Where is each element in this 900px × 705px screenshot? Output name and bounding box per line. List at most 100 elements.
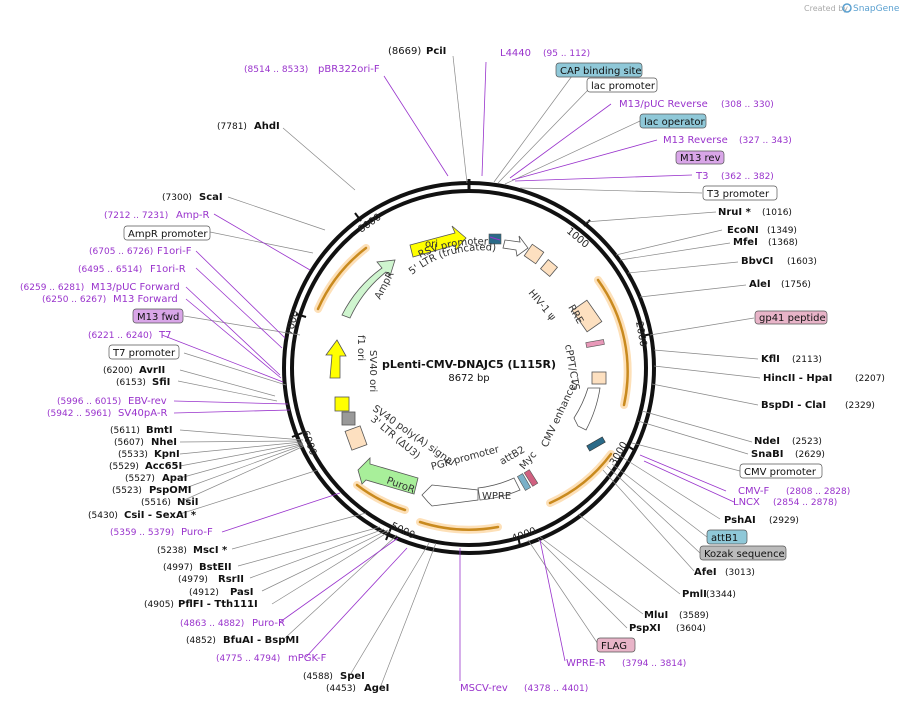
leader bbox=[537, 538, 628, 629]
primer-pos: (95 .. 112) bbox=[543, 49, 590, 59]
primer-leader bbox=[213, 213, 311, 271]
leader bbox=[653, 365, 761, 379]
enzyme-name: NdeI bbox=[754, 436, 780, 447]
primer-pos: (4775 .. 4794) bbox=[216, 654, 280, 664]
enzyme-name: PspOMI bbox=[149, 485, 191, 496]
leader bbox=[602, 469, 695, 572]
enzyme-pos: (5430) bbox=[88, 511, 118, 521]
primer-pos: (5942 .. 5961) bbox=[47, 409, 111, 419]
ori-feature bbox=[409, 225, 467, 258]
enzyme-pos: (4852) bbox=[186, 636, 216, 646]
enzyme-name: PasI bbox=[230, 587, 253, 598]
primer-name: Puro-R bbox=[252, 618, 285, 629]
primer-name: LNCX bbox=[733, 497, 760, 508]
primer-leader bbox=[161, 334, 284, 383]
primer-pos: (3794 .. 3814) bbox=[622, 659, 686, 669]
puror-feature bbox=[357, 457, 419, 495]
boxed-features-top: CAP binding site lac promoter M13/pUC Re… bbox=[555, 62, 792, 201]
primer-pos: (5359 .. 5379) bbox=[110, 528, 174, 538]
primer-leaders bbox=[161, 61, 735, 681]
tick-4000-mark bbox=[517, 535, 521, 547]
orf-arc-right bbox=[596, 278, 629, 407]
primer-name: MSCV-rev bbox=[460, 683, 508, 694]
cmv-promoter-feature bbox=[586, 436, 606, 452]
leader bbox=[179, 444, 304, 491]
leader bbox=[519, 187, 703, 194]
tick-2000: 2000 bbox=[633, 321, 648, 348]
ltr5-feature-b bbox=[539, 258, 559, 278]
primer-leader bbox=[383, 75, 449, 177]
enzyme-pos: (4905) bbox=[144, 600, 174, 610]
primer-leader bbox=[305, 547, 408, 658]
m13-fwd-label: M13 fwd bbox=[137, 312, 179, 323]
leader bbox=[209, 231, 314, 254]
enzyme-pos: (5533) bbox=[118, 450, 148, 460]
enzyme-pos: (2207) bbox=[855, 374, 885, 384]
primer-leader bbox=[643, 460, 735, 503]
leader bbox=[452, 55, 468, 184]
leader bbox=[527, 539, 599, 645]
leader bbox=[261, 529, 389, 592]
left-labels: AmpR promoter (6705 .. 6726) F1ori-F (64… bbox=[20, 225, 588, 694]
sv40-polya-feature bbox=[341, 411, 356, 426]
t7-promoter-box bbox=[108, 344, 180, 360]
enzyme-pos: (2329) bbox=[845, 401, 875, 411]
enzyme-name: ApaI bbox=[162, 473, 187, 484]
t7-promoter-label: T7 promoter bbox=[112, 348, 176, 359]
ampr-feature bbox=[341, 259, 396, 319]
primer-leader bbox=[539, 539, 566, 662]
ampr-promoter-label: AmpR promoter bbox=[128, 229, 208, 240]
gp41-label: gp41 peptide bbox=[759, 313, 826, 324]
right-labels: NruI * (1016) EcoNI (1349) MfeI (1368) B… bbox=[566, 207, 885, 669]
primer-pos: (4863 .. 4882) bbox=[180, 619, 244, 629]
enzyme-name: NruI * bbox=[718, 207, 752, 218]
orf-arc-bottom bbox=[418, 520, 500, 531]
leader bbox=[649, 317, 755, 336]
leader bbox=[179, 442, 304, 467]
enzyme-pos: (3604) bbox=[676, 624, 706, 634]
primer-leader bbox=[279, 537, 399, 623]
primer-leader bbox=[185, 298, 282, 379]
leader bbox=[493, 75, 573, 183]
leader bbox=[282, 127, 356, 191]
cap-binding-label: CAP binding site bbox=[560, 66, 642, 77]
credit-text: Created by bbox=[804, 4, 848, 13]
ampr-promoter-box bbox=[123, 225, 211, 241]
sv40-ori-feature bbox=[334, 396, 350, 412]
ori-label: ori bbox=[425, 239, 438, 250]
cmv-promoter-box bbox=[739, 463, 823, 479]
primer-leader bbox=[514, 174, 693, 182]
leader bbox=[231, 512, 367, 550]
primer-pos: (7212 .. 7231) bbox=[104, 211, 168, 221]
leader bbox=[379, 542, 437, 689]
lac-promoter-label: lac promoter bbox=[591, 81, 656, 92]
leader bbox=[651, 383, 759, 406]
primer-name: EBV-rev bbox=[128, 396, 167, 407]
leader bbox=[179, 443, 304, 479]
enzyme-pos: (1368) bbox=[768, 238, 798, 248]
enzyme-name: SfiI bbox=[152, 377, 170, 388]
enzyme-pos: (1603) bbox=[787, 257, 817, 267]
cmv-enhancer-feature bbox=[573, 387, 601, 431]
primer-pos: (327 .. 343) bbox=[739, 136, 792, 146]
enzyme-name: HincII - HpaI bbox=[763, 373, 832, 384]
orf-arc-upper-left bbox=[316, 246, 368, 311]
flag-label: FLAG bbox=[601, 641, 627, 652]
enzyme-name: PmlI bbox=[682, 589, 707, 600]
cppt-feature bbox=[591, 371, 607, 385]
tick-2000-mark bbox=[640, 333, 653, 337]
primer-pos: (362 .. 382) bbox=[721, 172, 774, 182]
backbone-inner bbox=[290, 189, 648, 547]
enzyme-pos: (7781) bbox=[217, 122, 247, 132]
sv40-ori-label: SV40 ori bbox=[367, 350, 378, 392]
enzyme-name: KflI bbox=[761, 354, 780, 365]
enzyme-name: SnaBI bbox=[751, 449, 783, 460]
enzyme-pos: (5527) bbox=[125, 474, 155, 484]
primer-name: pBR322ori-F bbox=[318, 64, 380, 75]
leader bbox=[577, 513, 681, 595]
enzyme-name: PspXI bbox=[629, 623, 661, 634]
primer-pos: (6495 .. 6514) bbox=[78, 265, 142, 275]
enzyme-name: NsiI bbox=[177, 497, 198, 508]
snapgene-credit: Created by SnapGene bbox=[804, 3, 900, 14]
